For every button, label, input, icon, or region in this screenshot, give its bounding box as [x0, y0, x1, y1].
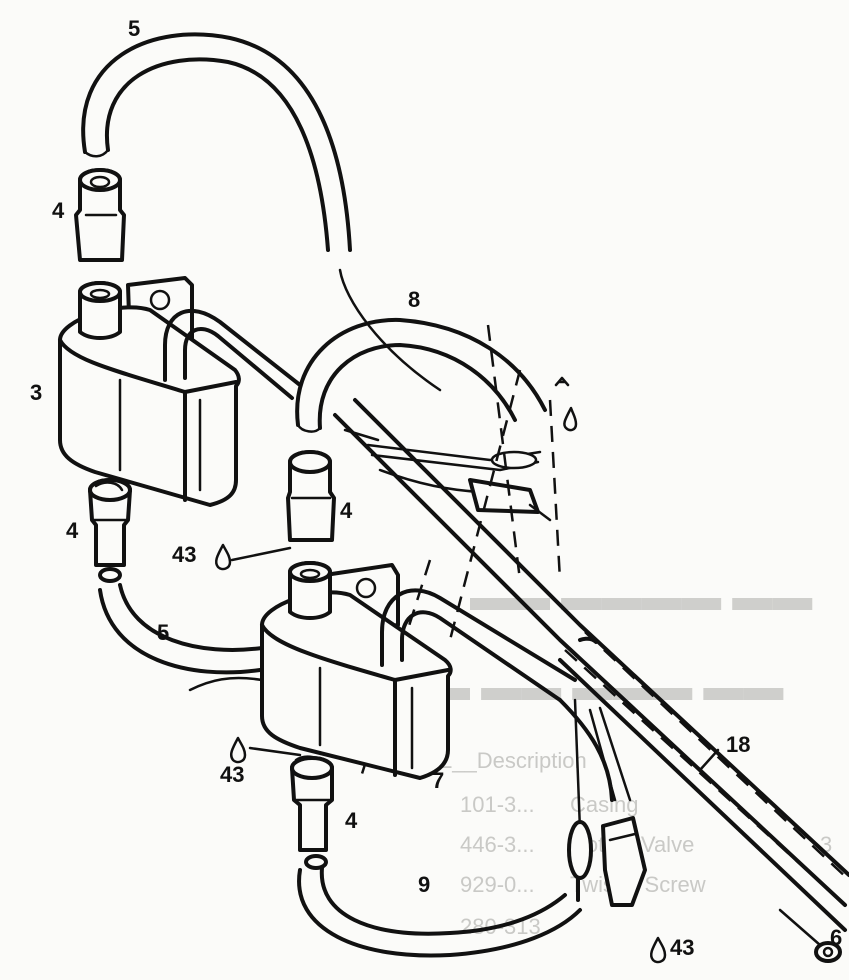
right-boot-4 [286, 450, 336, 542]
guide-line-1 [486, 324, 522, 581]
callout-43-upper: 43 [172, 542, 196, 567]
sealant-drop-icon [649, 936, 667, 964]
lead-8-outer [295, 317, 547, 427]
guide-line-3 [548, 399, 562, 581]
leader-18 [698, 748, 720, 772]
bottom-boot-4 [290, 755, 334, 870]
callout-9: 9 [418, 872, 430, 897]
callout-43-middle: 43 [220, 762, 244, 787]
ghost-heading: ▬▬ ▬▬▬▬ ▬▬ [470, 575, 812, 619]
lower-ignition-coil-7 [260, 561, 577, 780]
callout-5-upper: 5 [128, 16, 140, 41]
upper-lead-5-outer [81, 32, 352, 252]
callout-8: 8 [408, 287, 420, 312]
bullet-connector [567, 820, 593, 902]
callout-4-left: 4 [66, 518, 79, 543]
callout-4-right: 4 [340, 498, 353, 523]
upper-lead-5-inner [104, 57, 330, 252]
guide-line-2 [448, 369, 522, 641]
lead-8-inner [317, 343, 517, 430]
ghost-title: L__Description [440, 748, 587, 773]
ground-terminal-6 [778, 908, 842, 963]
connector-wire-3 [598, 706, 632, 802]
upper-ignition-coil-3 [58, 276, 302, 507]
callout-5-middle: 5 [157, 620, 169, 645]
middle-lead-5-inner [118, 583, 264, 652]
callout-6: 6 [830, 925, 842, 950]
lead-9-outer [297, 868, 582, 958]
ghost-row-1-desc: Casing [570, 792, 638, 817]
lower-left-boot-4 [88, 478, 132, 583]
ghost-row-3-part: 929-0... [460, 872, 535, 897]
callout-4-bottom: 4 [345, 808, 358, 833]
callout-4-top: 4 [52, 198, 65, 223]
lead-8-end [296, 423, 322, 433]
connector-wire-2 [588, 708, 617, 802]
block-connector [601, 816, 647, 907]
sealant-drop-icon [214, 543, 232, 571]
sealant-a-marker [554, 376, 570, 387]
callout-3: 3 [30, 380, 42, 405]
callout-18: 18 [726, 732, 750, 757]
top-boot-4 [74, 168, 126, 262]
leader-43b [248, 746, 302, 757]
wiring-harness [333, 398, 849, 932]
sealant-drop-icon [563, 406, 578, 432]
ghost-row-1-part: 101-3... [460, 792, 535, 817]
lead-9-inner [319, 866, 567, 936]
ghost-row-2-part: 446-3... [460, 832, 535, 857]
upper-lead-5-end [83, 148, 110, 158]
callout-43-lower: 43 [670, 935, 694, 960]
connector-wire-1 [573, 698, 582, 832]
callout-7: 7 [432, 768, 444, 793]
leader-43a [230, 546, 292, 562]
middle-lead-5-tail [188, 676, 264, 692]
middle-lead-5-outer [98, 588, 262, 675]
sealant-drop-icon [229, 736, 247, 764]
upper-lead-hidden-run [338, 268, 442, 392]
